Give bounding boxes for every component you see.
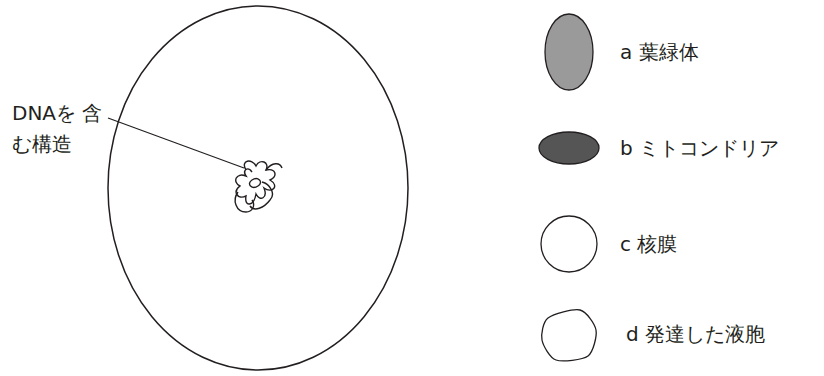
- leader-line: [108, 118, 244, 168]
- dna-strand: [266, 164, 282, 170]
- legend-label: d 発達した液胞: [626, 319, 765, 350]
- legend-sample: [545, 14, 593, 90]
- legend-label: c 核膜: [620, 229, 677, 260]
- dna-strand: [235, 192, 253, 212]
- legend-label: a 葉緑体: [620, 37, 699, 68]
- legend-label: b ミトコンドリア: [620, 133, 779, 164]
- legend-sample: [539, 132, 599, 164]
- part-label: DNAを 含む構造: [12, 98, 104, 160]
- legend-sample: [542, 310, 596, 361]
- cell-outline: [108, 6, 408, 370]
- legend-sample: [541, 216, 597, 272]
- dna-loop: [250, 179, 261, 188]
- dna-structure: [235, 161, 282, 212]
